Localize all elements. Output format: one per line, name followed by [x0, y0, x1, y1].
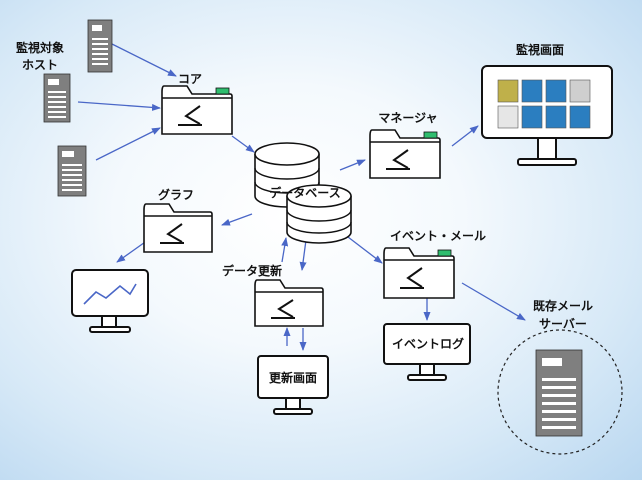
arrow-database-to-event-mail [347, 236, 383, 264]
data-update-folder-icon [254, 279, 324, 327]
arrow-graph-to-chart-monitor [116, 239, 149, 263]
label-event-mail: イベント・メール [390, 229, 486, 243]
server-icon-host-2 [43, 73, 71, 123]
database-icon [254, 142, 352, 244]
arrow-database-to-update-right [299, 239, 307, 271]
connection-arrows [77, 43, 526, 351]
label-monitored-hosts-line2: ホスト [22, 58, 58, 72]
label-database: データベース [269, 185, 340, 200]
arrow-manager-to-monitor [451, 125, 479, 147]
arrow-host2-to-core [77, 101, 161, 111]
label-mail-server-line2: サーバー [539, 317, 587, 331]
label-data-update: データ更新 [222, 263, 282, 278]
update-screen-monitor-icon [257, 355, 329, 415]
arrow-host1-to-core [111, 43, 177, 77]
arrow-host3-to-core [95, 127, 161, 161]
label-manager: マネージャ [378, 111, 437, 125]
monitor-screen-icon [481, 65, 613, 166]
label-graph: グラフ [158, 187, 194, 202]
core-folder-icon [161, 85, 233, 135]
label-mail-server-line1: 既存メール [533, 298, 593, 313]
mail-server-boundary-circle [497, 329, 623, 455]
mail-server-icon [535, 349, 583, 437]
server-icon-host-1 [87, 19, 113, 73]
arrow-event-mail-to-mail-server [461, 282, 526, 321]
label-monitor-screen: 監視画面 [516, 42, 564, 57]
chart-monitor-icon [71, 269, 149, 333]
arrow-database-to-manager [339, 159, 366, 171]
label-monitored-hosts-line1: 監視対象 [16, 40, 64, 55]
label-update-screen: 更新画面 [269, 370, 317, 385]
database-cylinder-front [286, 184, 352, 244]
arrow-core-to-database [231, 135, 255, 153]
manager-folder-icon [369, 129, 441, 179]
event-log-monitor-icon [383, 323, 471, 381]
label-core: コア [178, 72, 202, 86]
event-mail-folder-icon [383, 247, 455, 299]
server-icon-host-3 [57, 145, 87, 197]
label-event-log: イベントログ [392, 336, 464, 351]
graph-folder-icon [143, 203, 213, 253]
arrow-update-to-database-left [281, 237, 289, 263]
arrow-database-to-graph [221, 213, 253, 226]
